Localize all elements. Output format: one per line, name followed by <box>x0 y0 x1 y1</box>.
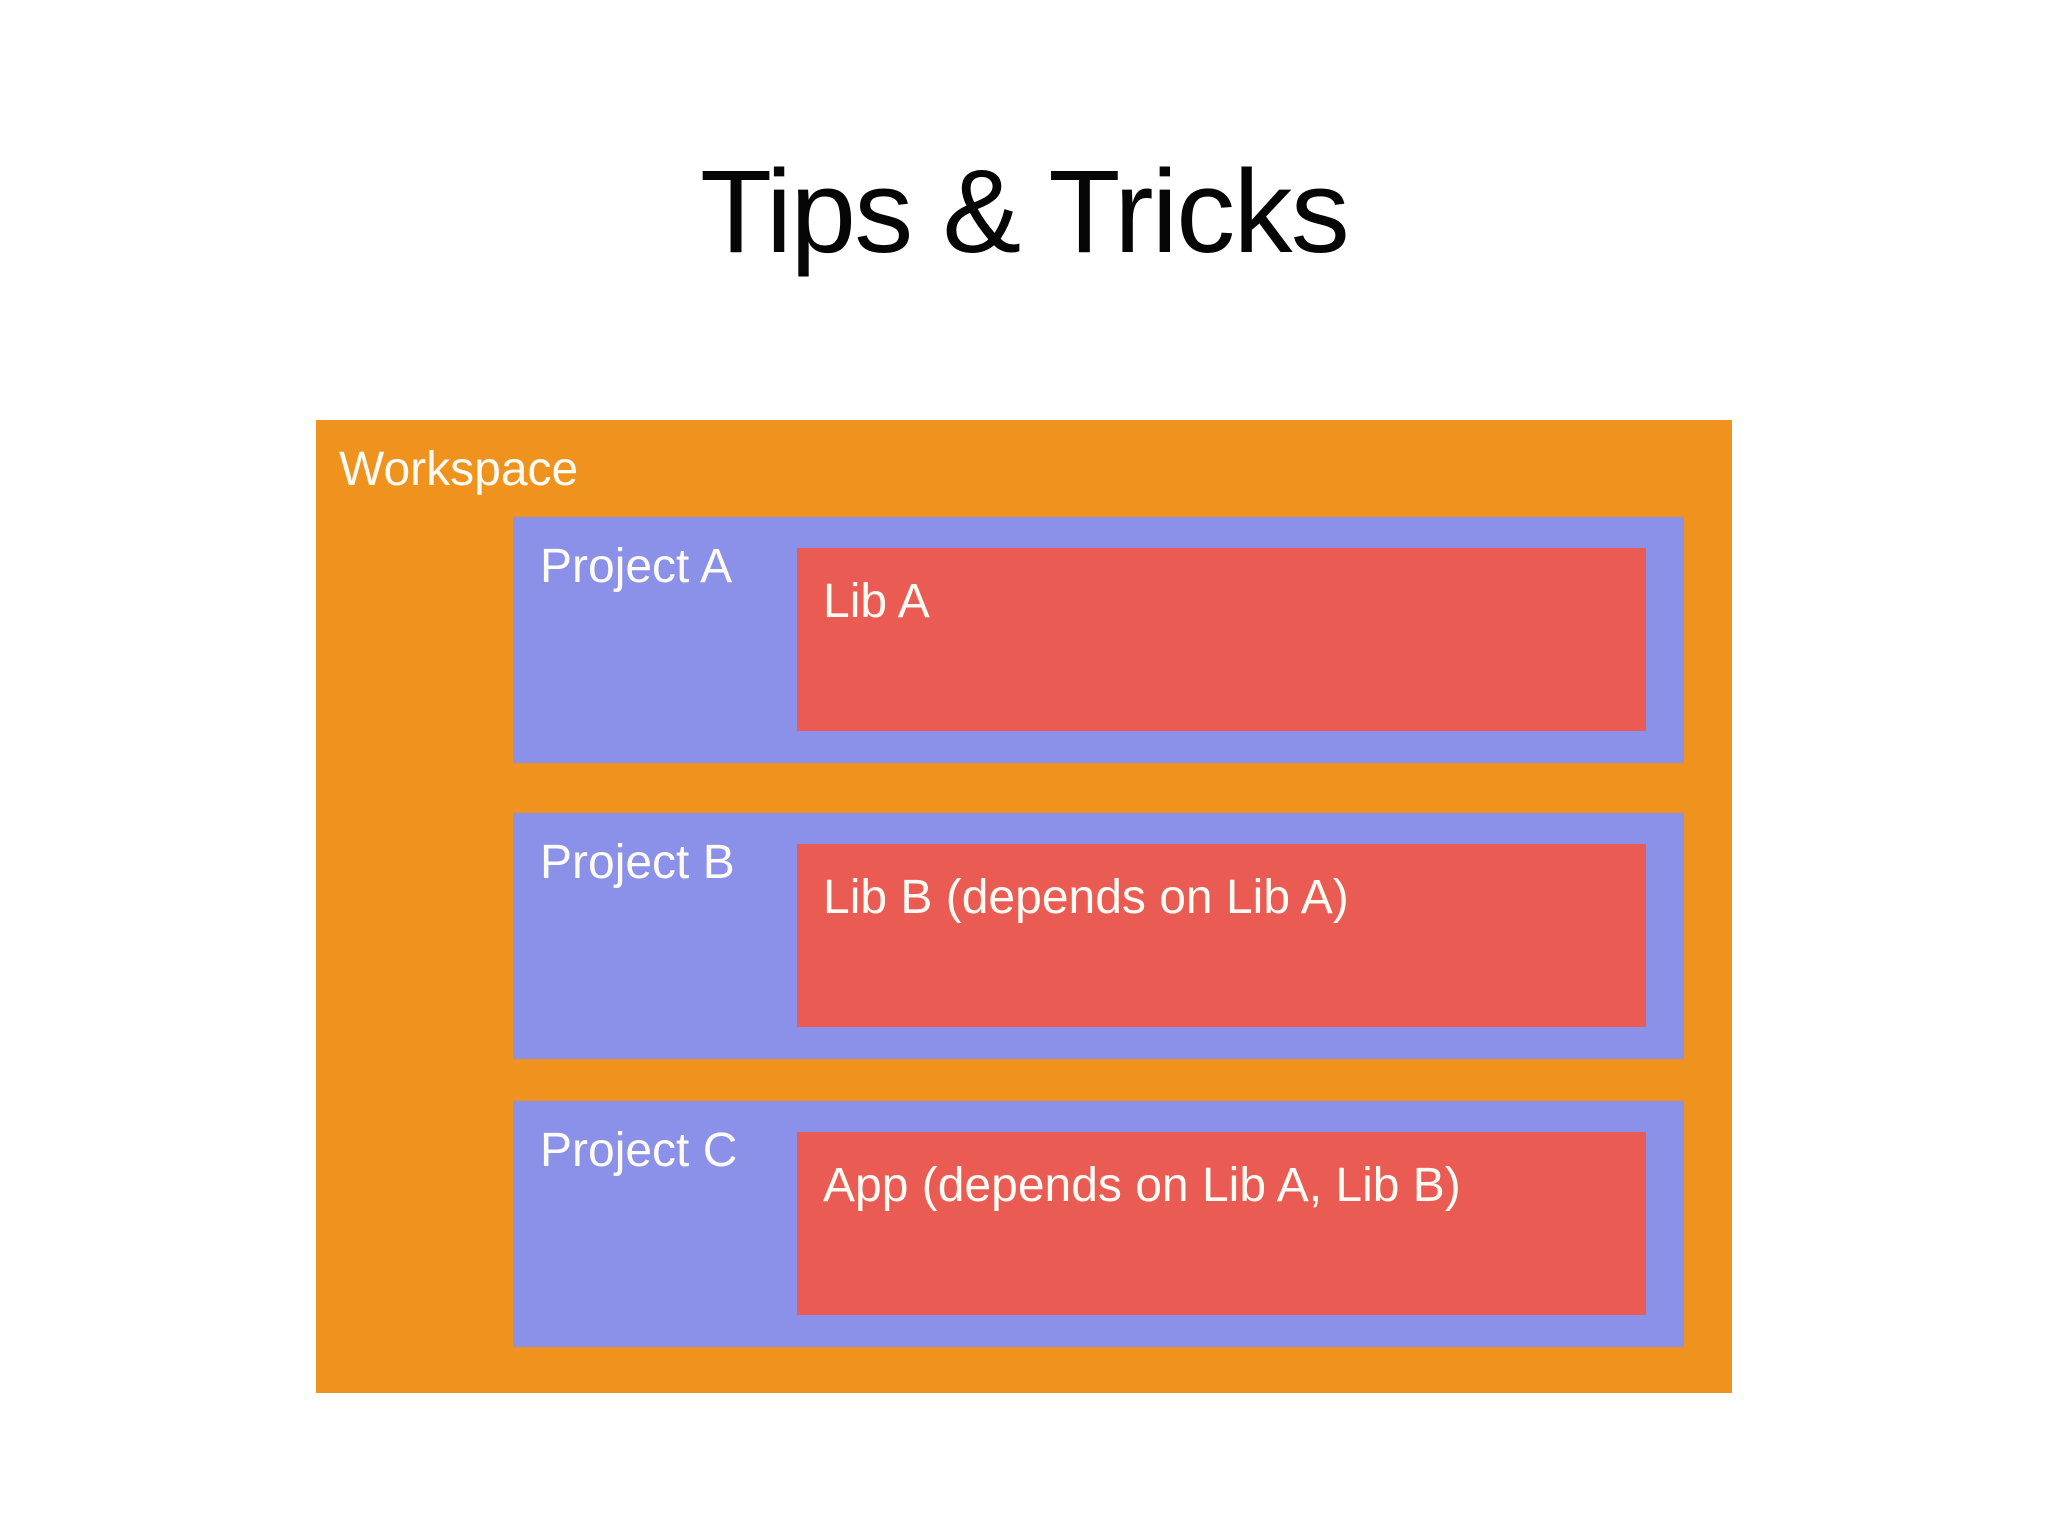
workspace-box: Workspace Project A Lib A Project B Lib … <box>316 420 1732 1393</box>
lib-a-box: Lib A <box>797 548 1646 731</box>
app-label: App (depends on Lib A, Lib B) <box>823 1159 1461 1212</box>
project-b-label: Project B <box>540 836 735 889</box>
project-box-c: Project C App (depends on Lib A, Lib B) <box>513 1101 1684 1347</box>
project-box-a: Project A Lib A <box>513 517 1684 763</box>
workspace-label: Workspace <box>339 443 579 496</box>
project-c-label: Project C <box>540 1124 738 1177</box>
lib-b-label: Lib B (depends on Lib A) <box>823 871 1349 924</box>
app-box: App (depends on Lib A, Lib B) <box>797 1132 1646 1315</box>
project-a-label: Project A <box>540 540 733 593</box>
project-box-b: Project B Lib B (depends on Lib A) <box>513 813 1684 1059</box>
lib-b-box: Lib B (depends on Lib A) <box>797 844 1646 1027</box>
lib-a-label: Lib A <box>823 575 930 628</box>
slide-title: Tips & Tricks <box>700 146 1350 278</box>
